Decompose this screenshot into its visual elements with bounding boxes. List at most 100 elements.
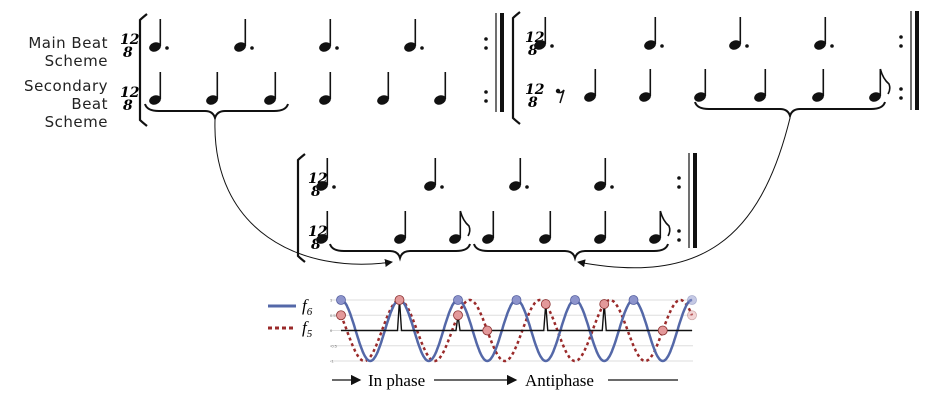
eighth-note	[449, 210, 471, 244]
note-head	[264, 95, 276, 105]
system-bracket	[511, 11, 521, 125]
f6-marker	[687, 295, 697, 305]
quarter-note	[377, 72, 390, 105]
note-head	[404, 42, 416, 52]
repeat-dot	[677, 229, 681, 233]
augmentation-dot	[332, 185, 336, 189]
time-signature-bottom: 8	[528, 95, 538, 111]
note-head	[584, 92, 596, 102]
note-head	[534, 40, 546, 50]
legend-f5-label: f5	[302, 318, 313, 340]
time-signature-bottom: 8	[528, 43, 538, 59]
f6-marker	[511, 295, 522, 305]
repeat-dot	[899, 87, 903, 91]
grouping-brace	[694, 101, 886, 120]
note-head	[694, 92, 706, 102]
time-signature-bottom: 8	[123, 98, 133, 114]
augmentation-dot	[250, 46, 254, 50]
note-head	[319, 95, 331, 105]
dotted-quarter-note	[424, 158, 444, 191]
time-signature-top: 12	[120, 32, 140, 48]
y-tick-label: 0	[330, 328, 333, 333]
note-head	[316, 181, 328, 191]
augmentation-dot	[550, 44, 554, 48]
f5-marker	[336, 310, 346, 321]
note-head	[449, 234, 461, 244]
dotted-quarter-note	[149, 19, 169, 52]
repeat-dot	[677, 176, 681, 180]
arrow-to-second-group	[577, 117, 791, 269]
grouping-brace	[144, 103, 289, 122]
f5-marker	[657, 325, 668, 336]
quarter-note	[482, 211, 495, 244]
augmentation-dot	[745, 44, 749, 48]
dotted-quarter-note	[316, 158, 336, 191]
note-flag	[659, 210, 671, 237]
repeat-dot	[484, 99, 488, 103]
barline-thick	[693, 153, 697, 248]
legend-f6-label: f6	[302, 296, 313, 318]
in-phase-label: In phase	[368, 371, 425, 390]
dotted-quarter-note	[644, 17, 664, 50]
y-tick-label: -1	[330, 359, 334, 364]
antiphase-label: Antiphase	[525, 371, 594, 390]
repeat-dot	[677, 185, 681, 189]
f6-marker	[336, 295, 346, 305]
dotted-quarter-note	[509, 158, 529, 191]
repeat-dot	[677, 238, 681, 242]
f5-marker	[453, 310, 463, 321]
augmentation-dot	[440, 185, 444, 189]
quarter-note	[264, 72, 277, 105]
grouping-brace	[473, 243, 669, 262]
note-head	[639, 92, 651, 102]
note-head	[482, 234, 494, 244]
f5-marker	[482, 325, 493, 336]
series-f5-line	[339, 298, 694, 363]
repeat-dot	[899, 35, 903, 39]
augmentation-dot	[830, 44, 834, 48]
secondary-beat-label: Secondary Beat Scheme	[24, 77, 108, 131]
note-head	[594, 181, 606, 191]
augmentation-dot	[420, 46, 424, 50]
note-head	[394, 234, 406, 244]
y-tick-label: 0.5	[330, 313, 336, 318]
note-head	[594, 234, 606, 244]
note-head	[539, 234, 551, 244]
augmentation-dot	[525, 185, 529, 189]
note-flag	[459, 210, 471, 237]
f6-marker	[453, 295, 463, 305]
barline-thick	[915, 11, 919, 110]
dotted-quarter-note	[814, 17, 834, 50]
note-head	[434, 95, 446, 105]
quarter-note	[754, 69, 767, 102]
barline-thick	[500, 13, 504, 112]
f6-marker	[570, 295, 580, 305]
repeat-dot	[484, 37, 488, 41]
note-head	[649, 234, 661, 244]
note-head	[316, 234, 328, 244]
note-head	[234, 42, 246, 52]
quarter-note	[319, 72, 332, 105]
quarter-note	[694, 69, 707, 102]
quarter-note	[434, 72, 447, 105]
repeat-dot	[899, 96, 903, 100]
augmentation-dot	[165, 46, 169, 50]
y-tick-label: 1	[330, 298, 333, 303]
note-head	[149, 95, 161, 105]
dotted-quarter-note	[594, 158, 614, 191]
dotted-quarter-note	[234, 19, 254, 52]
repeat-dot	[484, 46, 488, 50]
dotted-quarter-note	[404, 19, 424, 52]
repeat-dot	[484, 90, 488, 94]
note-head	[729, 40, 741, 50]
note-flag	[879, 68, 891, 95]
arrow-to-first-group	[214, 119, 393, 267]
f5-marker	[599, 299, 610, 309]
dotted-quarter-note	[319, 19, 339, 52]
quarter-note	[316, 211, 329, 244]
eighth-note	[649, 210, 671, 244]
augmentation-dot	[660, 44, 664, 48]
note-head	[644, 40, 656, 50]
quarter-note	[394, 211, 407, 244]
